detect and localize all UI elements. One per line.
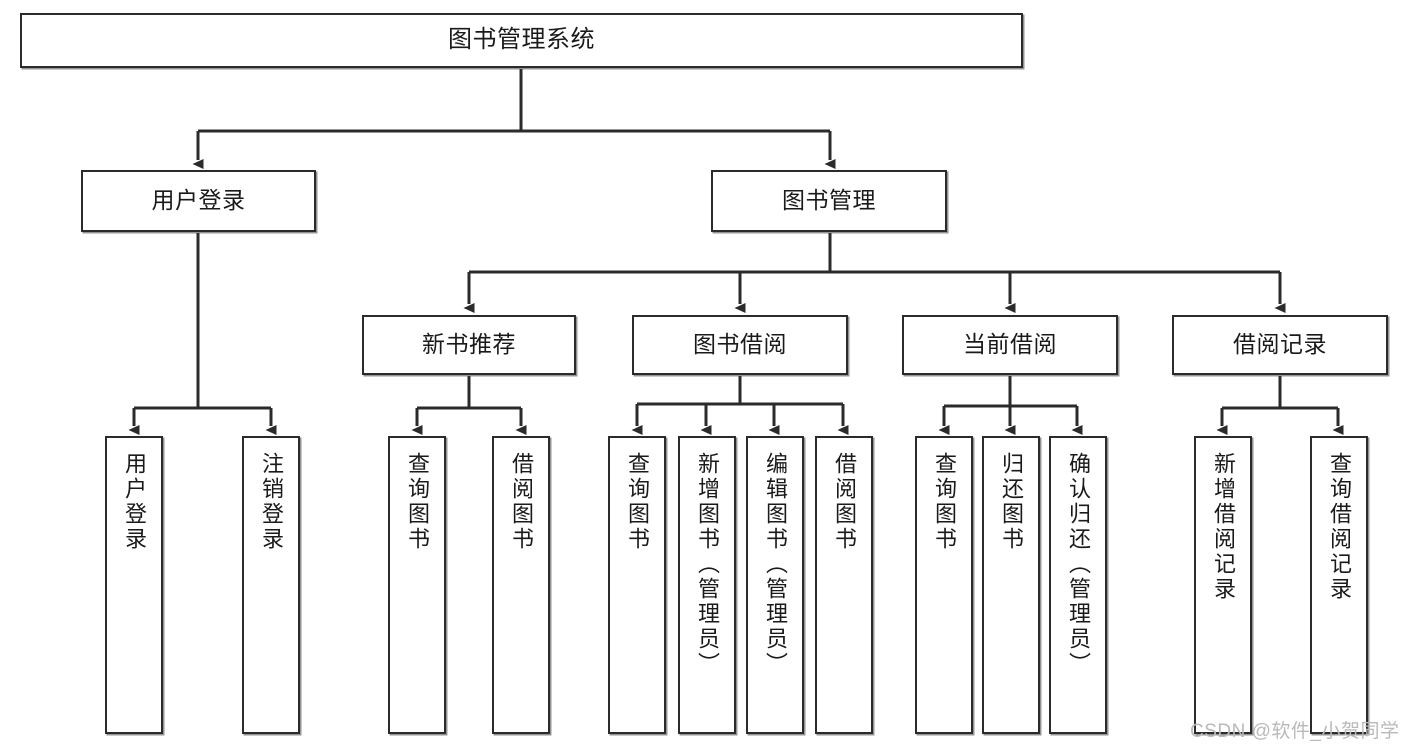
leaf-borrow-record-add-record[interactable]: 新增借阅记录 bbox=[1194, 436, 1252, 734]
node-borrow-record[interactable]: 借阅记录 bbox=[1172, 315, 1388, 375]
node-label: 当前借阅 bbox=[963, 331, 1057, 358]
leaf-book-borrow-borrow-book[interactable]: 借阅图书 bbox=[815, 436, 873, 734]
node-current-borrow[interactable]: 当前借阅 bbox=[902, 315, 1118, 375]
node-label: 用户登录 bbox=[151, 187, 246, 214]
node-label: 归还图书 bbox=[999, 452, 1024, 552]
node-label: 借阅图书 bbox=[832, 452, 857, 552]
node-label: 图书借阅 bbox=[693, 331, 787, 358]
node-label: 用户登录 bbox=[122, 452, 147, 552]
leaf-new-book-borrow-book[interactable]: 借阅图书 bbox=[492, 436, 550, 734]
leaf-new-book-query-book[interactable]: 查询图书 bbox=[388, 436, 446, 734]
leaf-book-borrow-query-book[interactable]: 查询图书 bbox=[608, 436, 666, 734]
leaf-user-login-logout[interactable]: 注销登录 bbox=[242, 436, 300, 734]
node-label: 查询图书 bbox=[932, 452, 957, 552]
leaf-current-borrow-confirm-return-admin[interactable]: 确认归还（管理员） bbox=[1049, 436, 1107, 734]
leaf-book-borrow-edit-book-admin[interactable]: 编辑图书（管理员） bbox=[746, 436, 804, 734]
node-root-system[interactable]: 图书管理系统 bbox=[20, 13, 1023, 68]
node-label: 图书管理 bbox=[782, 187, 876, 214]
node-label: 确认归还（管理员） bbox=[1066, 452, 1091, 677]
node-label: 借阅图书 bbox=[509, 452, 534, 552]
node-label: 查询图书 bbox=[625, 452, 650, 552]
node-label: 新增图书（管理员） bbox=[695, 452, 720, 677]
node-label: 新增借阅记录 bbox=[1211, 452, 1236, 602]
leaf-book-borrow-add-book-admin[interactable]: 新增图书（管理员） bbox=[678, 436, 736, 734]
node-label: 查询借阅记录 bbox=[1327, 452, 1352, 602]
node-new-book-recommend[interactable]: 新书推荐 bbox=[362, 315, 576, 375]
node-label: 图书管理系统 bbox=[448, 26, 595, 54]
node-label: 编辑图书（管理员） bbox=[763, 452, 788, 677]
leaf-borrow-record-query-record[interactable]: 查询借阅记录 bbox=[1310, 436, 1368, 734]
node-label: 借阅记录 bbox=[1233, 331, 1327, 358]
node-label: 查询图书 bbox=[405, 452, 430, 552]
node-label: 注销登录 bbox=[259, 452, 284, 552]
node-book-borrow[interactable]: 图书借阅 bbox=[632, 315, 848, 375]
leaf-current-borrow-return-book[interactable]: 归还图书 bbox=[982, 436, 1040, 734]
watermark-text: CSDN @软件_小贺同学 bbox=[1190, 721, 1400, 742]
leaf-current-borrow-query-book[interactable]: 查询图书 bbox=[915, 436, 973, 734]
node-label: 新书推荐 bbox=[422, 331, 516, 358]
node-book-management[interactable]: 图书管理 bbox=[711, 170, 947, 232]
leaf-user-login-login[interactable]: 用户登录 bbox=[105, 436, 163, 734]
node-user-login[interactable]: 用户登录 bbox=[81, 170, 316, 232]
